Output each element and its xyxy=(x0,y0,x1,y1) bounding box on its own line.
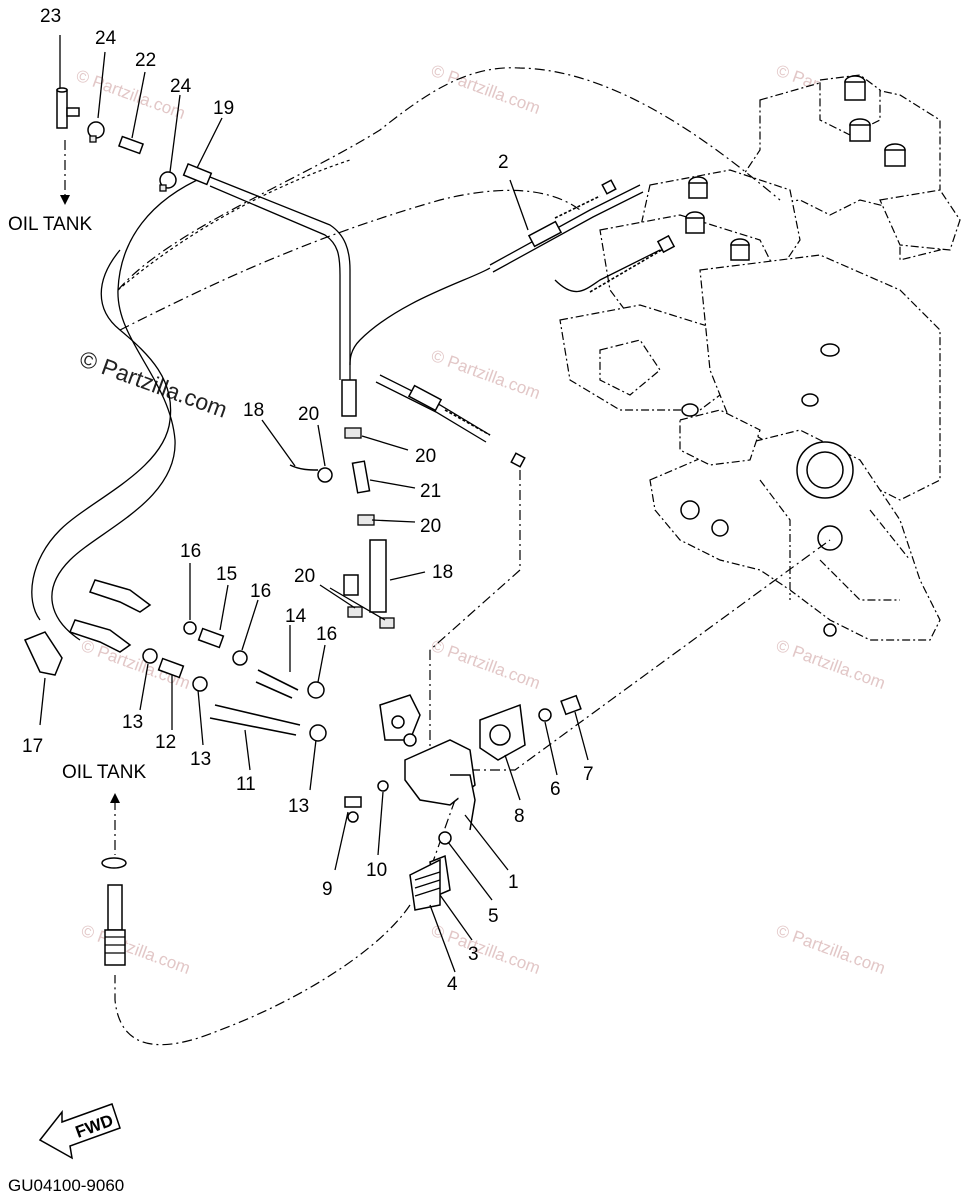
hose-clip xyxy=(344,427,362,439)
plug xyxy=(560,694,582,716)
engine-block xyxy=(559,74,961,641)
oil-tank-label-top: OIL TANK xyxy=(8,214,92,235)
joint xyxy=(23,631,63,676)
callout-21: 21 xyxy=(420,481,441,502)
callout-4: 4 xyxy=(447,974,458,995)
hose-clip xyxy=(347,606,363,618)
callout-18: 18 xyxy=(243,400,264,421)
watermark: © Partzilla.com xyxy=(429,636,543,693)
callout-24: 24 xyxy=(170,76,192,97)
callout-16: 16 xyxy=(250,581,271,602)
hose-end xyxy=(107,884,123,931)
watermark: © Partzilla.com xyxy=(429,61,543,118)
watermark-large: © Partzilla.com xyxy=(76,345,231,422)
callout-12: 12 xyxy=(155,732,176,753)
callout-13: 13 xyxy=(288,796,309,817)
hose-clip xyxy=(438,831,452,845)
callout-20: 20 xyxy=(294,566,315,587)
watermark: © Partzilla.com xyxy=(79,921,193,978)
callout-18: 18 xyxy=(432,562,453,583)
callout-10: 10 xyxy=(366,860,387,881)
callout-16: 16 xyxy=(316,624,337,645)
callout-22: 22 xyxy=(135,50,156,71)
callout-20: 20 xyxy=(298,404,319,425)
callout-17: 17 xyxy=(22,736,43,757)
watermark: © Partzilla.com xyxy=(774,921,888,978)
callout-3: 3 xyxy=(468,944,479,965)
callout-24: 24 xyxy=(95,28,117,49)
callout-13: 13 xyxy=(190,749,211,770)
check-valve xyxy=(197,627,225,649)
watermark: © Partzilla.com xyxy=(774,636,888,693)
o-ring xyxy=(538,708,552,722)
callout-1: 1 xyxy=(508,872,519,893)
control-cable xyxy=(349,179,676,468)
callout-9: 9 xyxy=(322,879,333,900)
hose-lines xyxy=(31,67,831,1046)
callout-16: 16 xyxy=(180,541,201,562)
tee-joint xyxy=(56,89,68,129)
fwd-arrow: FWD xyxy=(38,1103,121,1160)
watermark: © Partzilla.com xyxy=(429,346,543,403)
callout-7: 7 xyxy=(583,764,594,785)
joint xyxy=(351,460,371,494)
check-valve xyxy=(117,135,145,155)
callout-20: 20 xyxy=(420,516,441,537)
callout-11: 11 xyxy=(236,774,256,795)
hose-clip xyxy=(357,514,375,526)
bolt xyxy=(344,796,362,808)
callouts: 1 2 3 4 5 6 7 8 9 10 11 12 13 13 13 14 1… xyxy=(22,6,594,995)
washer xyxy=(377,780,389,792)
callout-23: 23 xyxy=(40,6,61,27)
text-labels: OIL TANK OIL TANK GU04100-9060 xyxy=(8,214,146,1195)
callout-6: 6 xyxy=(550,779,561,800)
hose-clip xyxy=(379,617,395,629)
small-parts xyxy=(23,35,589,973)
callout-8: 8 xyxy=(514,806,525,827)
callout-13: 13 xyxy=(122,712,143,733)
callout-5: 5 xyxy=(488,906,499,927)
callout-2: 2 xyxy=(498,152,509,173)
callout-19: 19 xyxy=(213,98,234,119)
callout-20: 20 xyxy=(415,446,436,467)
callout-15: 15 xyxy=(216,564,237,585)
drawing-code: GU04100-9060 xyxy=(8,1176,124,1195)
hose-clip xyxy=(317,467,333,483)
watermark: © Partzilla.com xyxy=(429,921,543,978)
check-valve xyxy=(157,657,185,679)
oil-tank-label-bottom: OIL TANK xyxy=(62,762,146,783)
callout-14: 14 xyxy=(285,606,307,627)
